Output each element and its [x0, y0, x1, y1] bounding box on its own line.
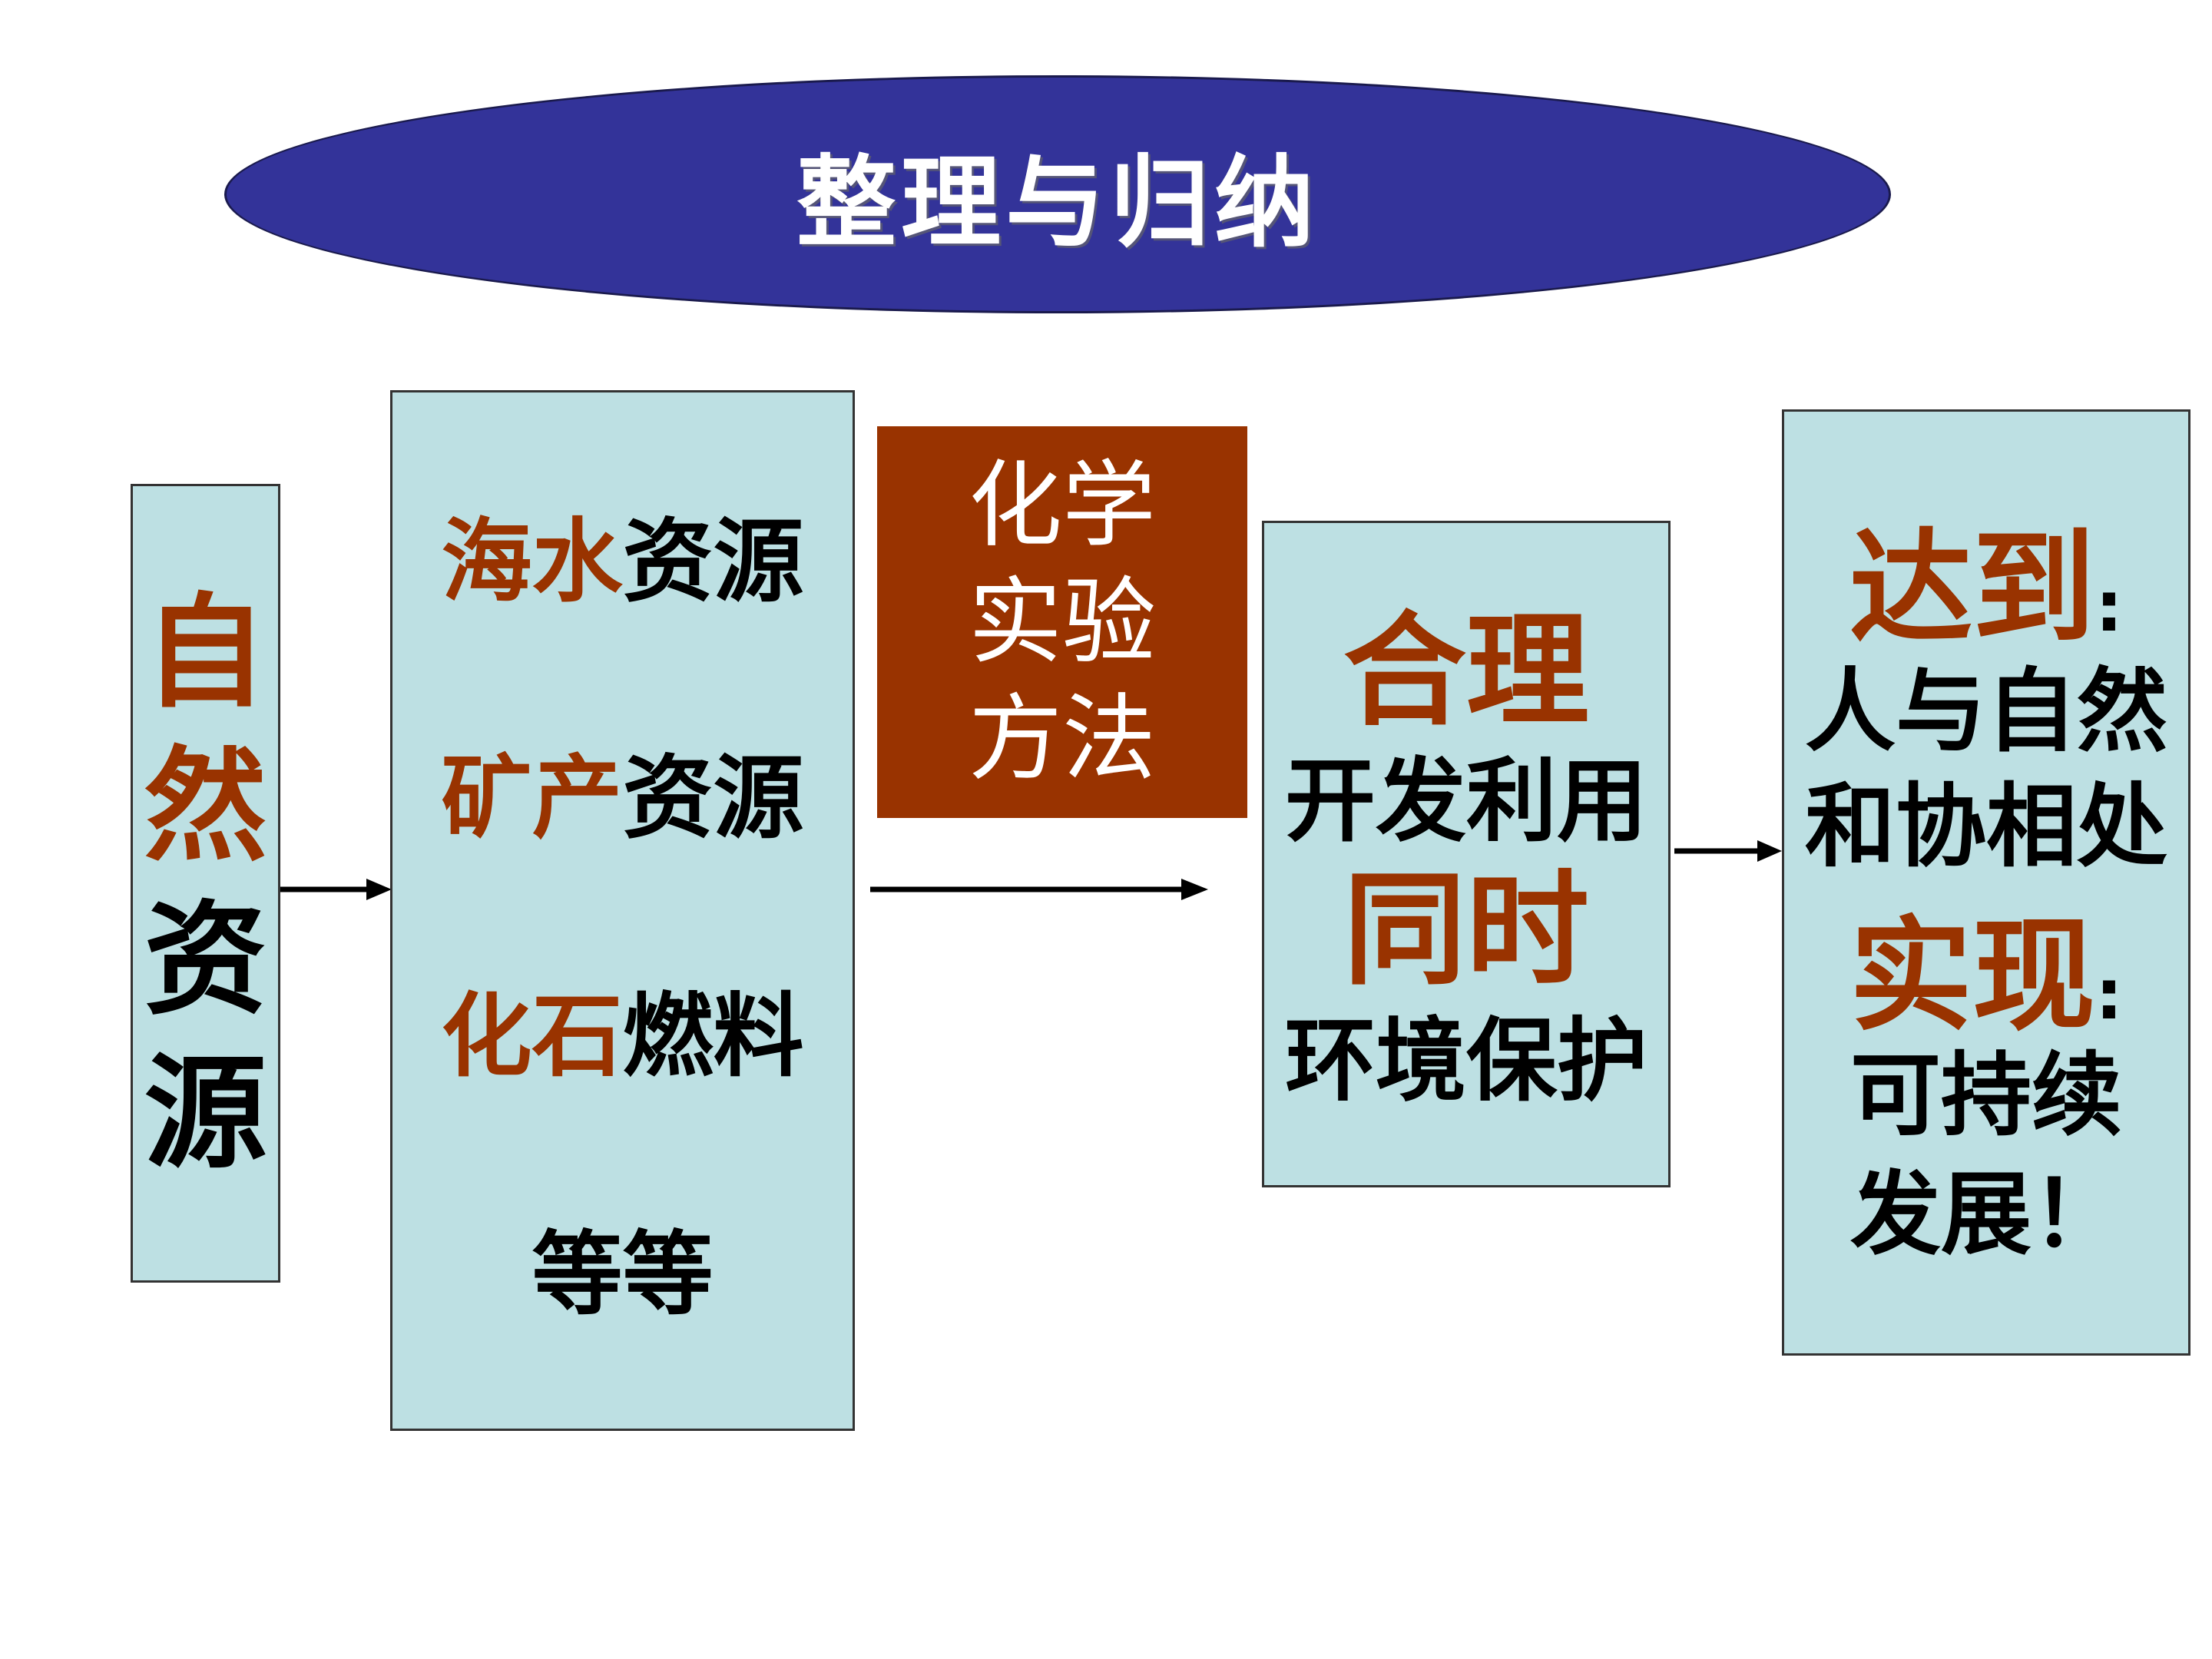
mineral-suffix: 资源: [622, 745, 804, 851]
slide-title: 整理与归纳: [796, 144, 1319, 261]
resources-list-box: 海水资源 矿产资源 化石燃料 等等: [390, 390, 855, 1431]
fossil-fuels: 化石燃料: [392, 982, 853, 1090]
method-line-2: 实验: [969, 568, 1156, 677]
sustain-line-1: 可持续: [1849, 1042, 2122, 1148]
natural-char-2: 然: [144, 734, 267, 878]
sustain-line-2: 发展！: [1849, 1161, 2122, 1267]
rational-text: 合理: [1343, 599, 1589, 743]
environment-protection-text: 环境保护: [1284, 1008, 1647, 1114]
develop-use-text: 开发利用: [1284, 748, 1647, 854]
reach-colon: :: [2095, 567, 2123, 647]
arrow-resources-to-develop: [870, 879, 1208, 900]
mineral-label: 矿产: [441, 745, 623, 851]
method-line-1: 化学: [969, 451, 1156, 560]
natural-char-4: 源: [144, 1041, 267, 1185]
develop-box: 合理 开发利用 同时 环境保护: [1262, 521, 1671, 1187]
sea-resources: 海水资源: [392, 508, 853, 615]
arrow-natural-to-resources: [280, 879, 392, 900]
arrow-develop-to-goal: [1674, 840, 1782, 862]
meanwhile-text: 同时: [1343, 858, 1589, 1002]
realize-colon: :: [2095, 955, 2123, 1035]
mineral-resources: 矿产资源: [392, 744, 853, 852]
natural-char-1: 自: [144, 581, 267, 724]
sea-suffix: 资源: [622, 508, 804, 614]
harmony-line-2: 和协相处: [1804, 773, 2167, 879]
goal-box: 达到: 人与自然 和协相处 实现: 可持续 发展！: [1782, 409, 2190, 1356]
natural-resources-box: 自 然 资 源: [131, 484, 280, 1283]
title-ellipse: 整理与归纳: [224, 75, 1891, 313]
etcetera: 等等: [531, 1221, 714, 1327]
harmony-line-1: 人与自然: [1804, 658, 2167, 764]
fossil-label: 化石: [441, 983, 623, 1089]
reach-text: 达到: [1849, 516, 2095, 660]
natural-char-3: 资: [144, 888, 267, 1031]
method-line-3: 方法: [969, 684, 1156, 793]
fossil-suffix: 燃料: [622, 983, 804, 1089]
realize-text: 实现: [1849, 904, 2095, 1048]
chemistry-method-box: 化学 实验 方法: [877, 426, 1247, 818]
realize-heading: 实现:: [1784, 907, 2188, 1045]
reach-heading: 达到:: [1784, 519, 2188, 657]
sea-label: 海水: [441, 508, 623, 614]
